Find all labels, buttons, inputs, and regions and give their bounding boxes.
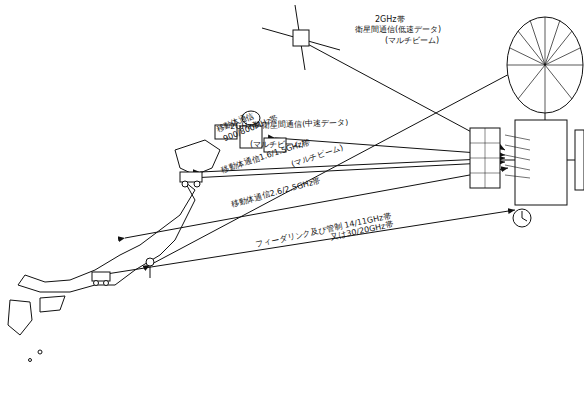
japan-map [8, 140, 220, 362]
vehicles [92, 172, 202, 286]
band-label: (マルチビーム) [385, 36, 439, 45]
link-line [100, 210, 515, 275]
band-label: 衛星間通信(低速データ) [355, 25, 441, 34]
relay-satellite [262, 5, 340, 70]
link-line [150, 55, 545, 265]
band-label: 2GHz帯 [375, 15, 405, 24]
band-label: 移動体通信2.6/2.5GHz帯 [230, 176, 322, 209]
large-satellite [470, 17, 584, 227]
